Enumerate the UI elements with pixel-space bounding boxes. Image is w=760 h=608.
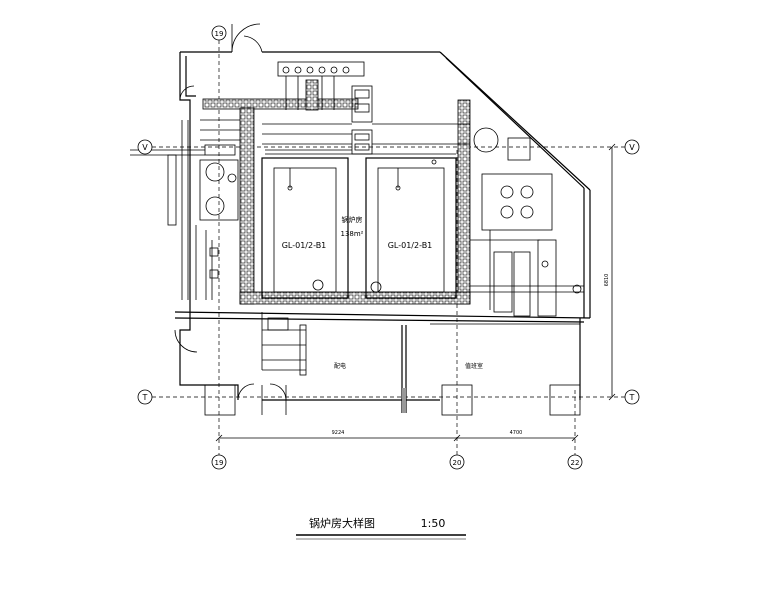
hatched-walls <box>202 79 471 305</box>
top-piping <box>262 61 531 161</box>
lower-connections <box>261 312 580 376</box>
grid-label-19-bottom: 19 <box>215 459 224 467</box>
dimension-left-span: 9224 <box>332 430 345 436</box>
left-equipment <box>130 119 240 300</box>
grid-label-v-right: V <box>629 143 635 152</box>
columns <box>204 384 581 416</box>
grid-lines <box>152 40 625 455</box>
drawing-title: 锅炉房大样图 <box>309 516 375 530</box>
dimension-lines <box>215 143 616 442</box>
grid-markers <box>137 25 640 470</box>
grid-label-t-right: T <box>629 393 635 402</box>
boiler-room-label: 锅炉房 <box>342 215 363 224</box>
grid-label-22: 22 <box>571 459 580 467</box>
room-label-right: 值班室 <box>465 362 483 370</box>
doors <box>174 23 287 401</box>
grid-label-20: 20 <box>453 459 462 467</box>
boiler-left-label: GL-01/2-B1 <box>282 241 327 250</box>
outer-walls <box>174 51 591 413</box>
drawing-scale: 1:50 <box>421 517 446 530</box>
boilers <box>261 149 457 299</box>
room-label-left: 配电 <box>334 362 346 370</box>
right-equipment <box>470 173 584 317</box>
boiler-right-label: GL-01/2-B1 <box>388 241 433 250</box>
dimension-vertical-span: 6810 <box>604 274 610 287</box>
grid-label-19-top: 19 <box>215 30 224 38</box>
grid-label-t-left: T <box>142 393 148 402</box>
boiler-room-area: 138m² <box>341 230 364 238</box>
dimension-right-span: 4700 <box>510 430 523 436</box>
grid-label-v-left: V <box>142 143 148 152</box>
